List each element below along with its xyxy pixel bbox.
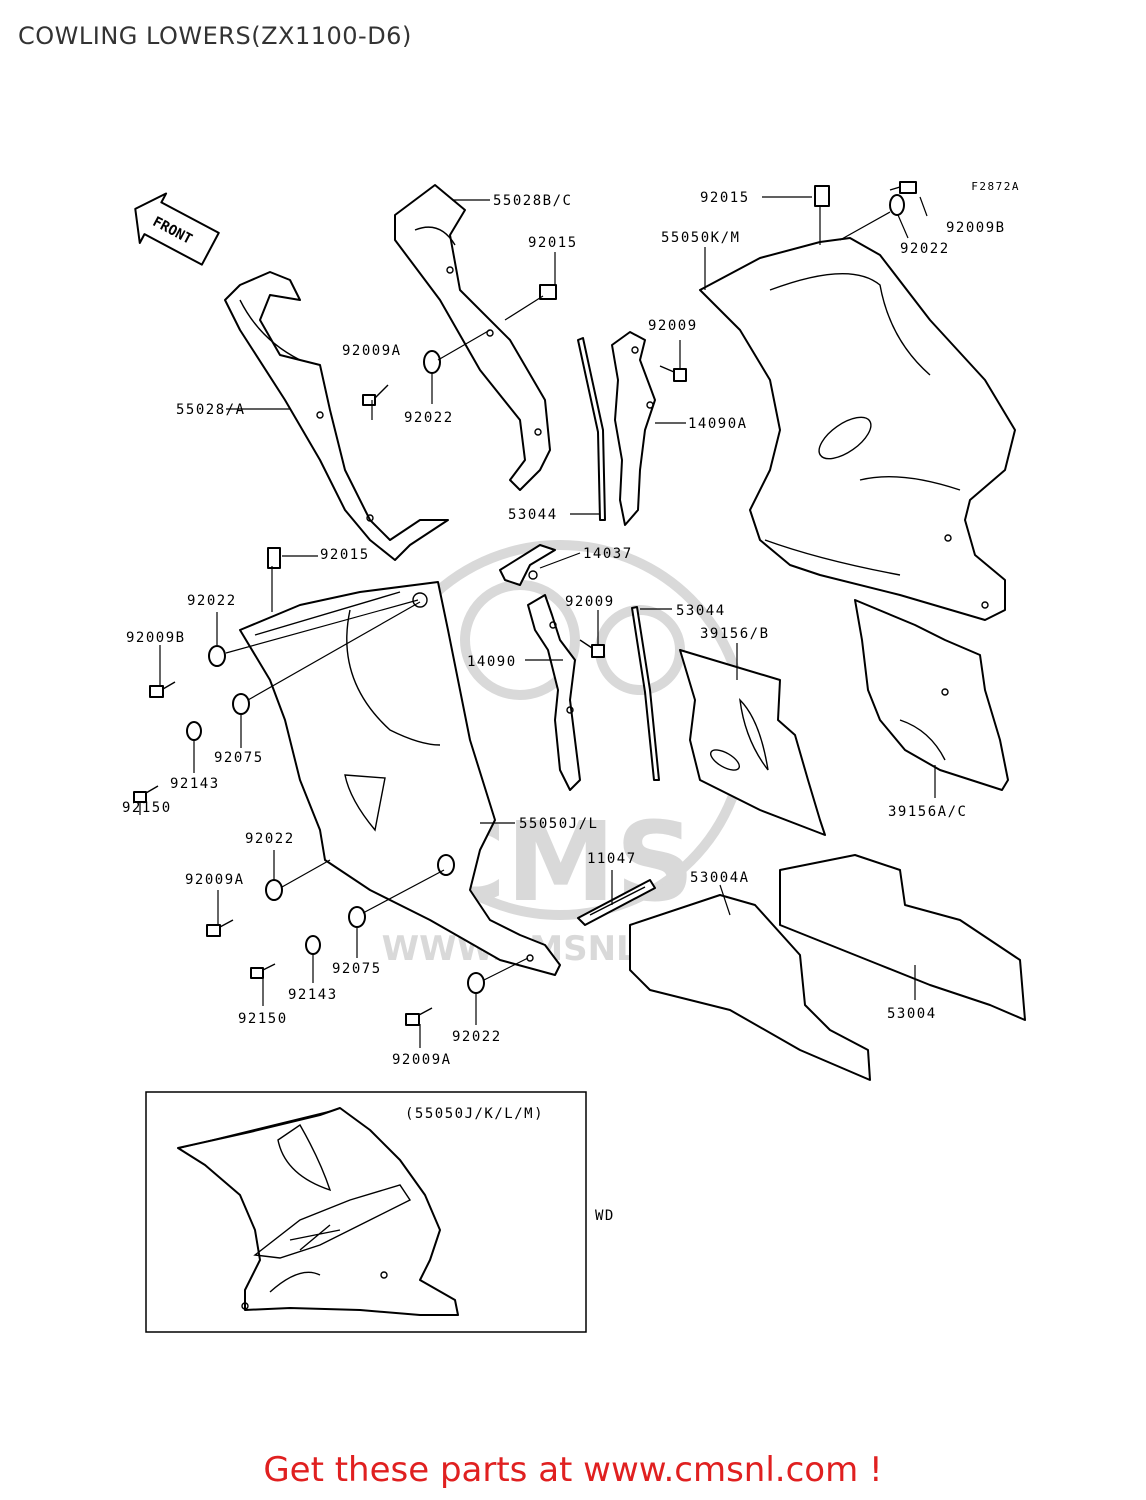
part-92143-left [186, 721, 202, 741]
inset-caption: (55050J/K/L/M) [405, 1106, 544, 1122]
part-55050km [699, 237, 1016, 621]
label-92015-mid: 92015 [320, 547, 370, 563]
part-14090 [527, 594, 581, 791]
part-39156ac [854, 599, 1009, 791]
label-55050km: 55050K/M [661, 230, 740, 246]
part-92009-top [659, 365, 687, 382]
label-92022-top: 92022 [404, 410, 454, 426]
part-92009a-bottom [405, 1007, 433, 1026]
part-92022-top [423, 350, 441, 374]
part-92009a-lower [206, 919, 234, 937]
part-92015-right [814, 185, 830, 207]
part-53044-top [577, 337, 606, 521]
part-53044-mid [631, 606, 660, 781]
part-92022-mid [437, 854, 455, 876]
figure-code: F2872A [971, 180, 1020, 193]
part-92009b-left [149, 681, 176, 698]
part-92015-mid [267, 547, 281, 569]
label-14037: 14037 [583, 546, 633, 562]
part-55028bc [394, 184, 551, 491]
inset-side-label: WD [595, 1208, 615, 1224]
part-92150-lower [250, 963, 276, 979]
label-53004: 53004 [887, 1006, 937, 1022]
part-53004 [779, 854, 1026, 1021]
label-92009a-top: 92009A [342, 343, 402, 359]
label-92022-bottom: 92022 [452, 1029, 502, 1045]
label-92009b-left: 92009B [126, 630, 186, 646]
part-92009b-right [889, 181, 917, 194]
part-92022-lower [265, 879, 283, 901]
part-92022-right [889, 194, 905, 216]
label-53044-top: 53044 [508, 507, 558, 523]
label-92015-right: 92015 [700, 190, 750, 206]
part-92022-bottom [467, 972, 485, 994]
part-39156b [679, 649, 826, 836]
label-92022-lower: 92022 [245, 831, 295, 847]
label-92150-lower: 92150 [238, 1011, 288, 1027]
label-11047: 11047 [587, 851, 637, 867]
label-39156ac: 39156A/C [888, 804, 967, 820]
label-53044-mid: 53044 [676, 603, 726, 619]
part-53004a [629, 894, 871, 1081]
page-title: COWLING LOWERS(ZX1100-D6) [18, 22, 412, 50]
label-92075-left: 92075 [214, 750, 264, 766]
label-14090: 14090 [467, 654, 517, 670]
label-92150-left: 92150 [122, 800, 172, 816]
inset-box: (55050J/K/L/M) WD [145, 1091, 615, 1333]
parts-diagram: CMS WWW.CMSNL.COM FRONT [122, 180, 1026, 1333]
part-55050jl [239, 581, 561, 976]
label-92015-a: 92015 [528, 235, 578, 251]
label-92009a-bottom: 92009A [392, 1052, 452, 1068]
part-55028a [224, 271, 449, 561]
part-92075-left [232, 693, 250, 715]
part-92075-lower [348, 906, 366, 928]
label-92009a-lower: 92009A [185, 872, 245, 888]
label-92022-left: 92022 [187, 593, 237, 609]
part-92022-left [208, 645, 226, 667]
part-labels: F2872A 55028B/C 92015 92009A 92022 55028… [122, 180, 1020, 1068]
label-55050jl: 55050J/L [519, 816, 598, 832]
part-11047 [577, 879, 656, 926]
label-53004a: 53004A [690, 870, 750, 886]
part-92009a-top [362, 384, 389, 406]
label-92143-lower: 92143 [288, 987, 338, 1003]
label-55028bc: 55028B/C [493, 193, 572, 209]
part-92015-a [539, 284, 557, 300]
part-92009-mid [579, 639, 605, 658]
inset-cowl-illustration [177, 1107, 459, 1316]
part-92143-lower [305, 935, 321, 955]
label-14090a: 14090A [688, 416, 748, 432]
part-14090a [611, 331, 656, 526]
front-arrow-icon: FRONT [134, 192, 220, 266]
label-92022-right: 92022 [900, 241, 950, 257]
label-92009-top: 92009 [648, 318, 698, 334]
label-92075-lower: 92075 [332, 961, 382, 977]
label-92009-mid: 92009 [565, 594, 615, 610]
label-92009b-right: 92009B [946, 220, 1006, 236]
label-55028a: 55028/A [176, 402, 246, 418]
leader-lines [139, 196, 936, 1048]
part-14037 [499, 544, 556, 586]
label-92143-left: 92143 [170, 776, 220, 792]
label-39156b: 39156/B [700, 626, 770, 642]
parts-cta-link[interactable]: Get these parts at www.cmsnl.com ! [263, 1450, 883, 1490]
